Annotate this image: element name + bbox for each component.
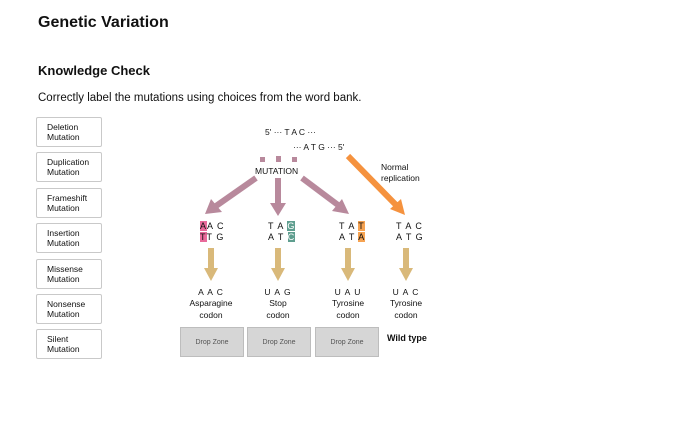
word-chip-label: Mutation [47,308,80,319]
arrow-head [399,268,413,281]
mutation-dash [292,157,297,162]
word-chip-insertion[interactable]: Insertion Mutation [36,223,102,254]
base-highlight: T [200,232,207,242]
codon-top: T A G [268,221,296,232]
wild-type-label: Wild type [387,333,427,343]
drop-zone-col1[interactable]: Drop Zone [180,327,244,357]
arrow-to-col1 [214,175,258,209]
arrow-head [204,268,218,281]
replication-label: replication [381,173,420,183]
word-chip-label: Silent [47,334,69,345]
normal-label: Normal [381,162,409,172]
mutation-dash [260,157,265,162]
result-codon-col2: U A G [264,287,292,297]
codon-pair-col1: AA C TT G [200,221,225,243]
word-chip-nonsense[interactable]: Nonsense Mutation [36,293,102,324]
base-text: A T [339,232,359,242]
drop-zone-col2[interactable]: Drop Zone [247,327,311,357]
codon-word-col1: codon [199,310,223,320]
word-chip-label: Mutation [47,132,80,142]
arrow-head [271,268,285,281]
word-chip-label: Deletion [47,122,79,132]
word-chip-missense[interactable]: Missense Mutation [36,258,102,289]
word-chip-label: Insertion [47,228,80,239]
word-chip-label: Missense [47,263,83,274]
codon-bottom: A T C [268,232,296,243]
base-highlight: C [287,232,296,242]
codon-word-col3: codon [336,310,360,320]
base-highlight: G [287,221,296,231]
codon-pair-col2: T A G A T C [268,221,296,243]
drop-zone-col3[interactable]: Drop Zone [315,327,379,357]
codon-bottom: A T G [396,232,424,242]
base-text: T A [339,221,359,231]
dna-bottom-strand: ··· A T G ··· 5' [293,142,345,152]
word-chip-label: Mutation [47,202,80,213]
codon-word-col4: codon [394,310,418,320]
word-chip-label: Nonsense [47,298,86,309]
word-chip-deletion[interactable]: Deletion Mutation [36,117,102,147]
word-chip-label: Mutation [47,238,80,249]
codon-word-col2: codon [266,310,290,320]
codon-top: AA C [200,221,225,232]
dna-top-strand: 5' ··· T A C ··· [265,127,316,137]
amino-acid-col1: Asparagine [189,298,233,308]
section-title: Knowledge Check [38,63,150,78]
codon-top: T A C [396,221,423,231]
result-codon-col1: A A C [198,287,224,297]
word-chip-frameshift[interactable]: Frameshift Mutation [36,187,102,218]
amino-acid-col4: Tyrosine [389,298,423,308]
base-text: A T [268,232,288,242]
amino-acid-col3: Tyrosine [331,298,365,308]
arrow-head [205,199,222,214]
word-chip-label: Mutation [47,344,80,355]
arrow-head [270,203,286,216]
page-title: Genetic Variation [38,14,169,31]
mutation-label: MUTATION [255,166,299,176]
word-chip-label: Mutation [47,167,80,178]
base-text: A C [207,221,225,231]
result-codon-col3: U A U [334,287,362,297]
result-codon-col4: U A C [392,287,420,297]
codon-top: T A T [339,221,365,232]
codon-bottom: TT G [200,232,225,243]
base-highlight: T [358,221,365,231]
codon-bottom: A T A [339,232,366,243]
word-chip-label: Frameshift [47,192,88,203]
word-bank: Deletion Mutation Duplication Mutation F… [36,117,102,365]
word-chip-duplication[interactable]: Duplication Mutation [36,152,102,183]
arrow-head [332,199,349,214]
base-highlight: A [200,221,208,231]
base-text: T G [206,232,225,242]
arrow-to-col3 [300,175,340,208]
amino-acid-col2: Stop [269,298,287,308]
mutation-dash [276,156,281,162]
word-chip-label: Mutation [47,273,80,284]
arrow-head [390,199,405,215]
arrow-normal-replication [345,153,400,209]
word-chip-silent[interactable]: Silent Mutation [36,329,102,360]
codon-pair-col3: T A T A T A [339,221,366,243]
base-text: T A [268,221,288,231]
codon-pair-col4: T A C A T G [396,221,424,243]
instructions-text: Correctly label the mutations using choi… [38,92,362,104]
word-chip-label: Duplication [47,157,90,168]
base-highlight: A [358,232,366,242]
arrow-head [341,268,355,281]
